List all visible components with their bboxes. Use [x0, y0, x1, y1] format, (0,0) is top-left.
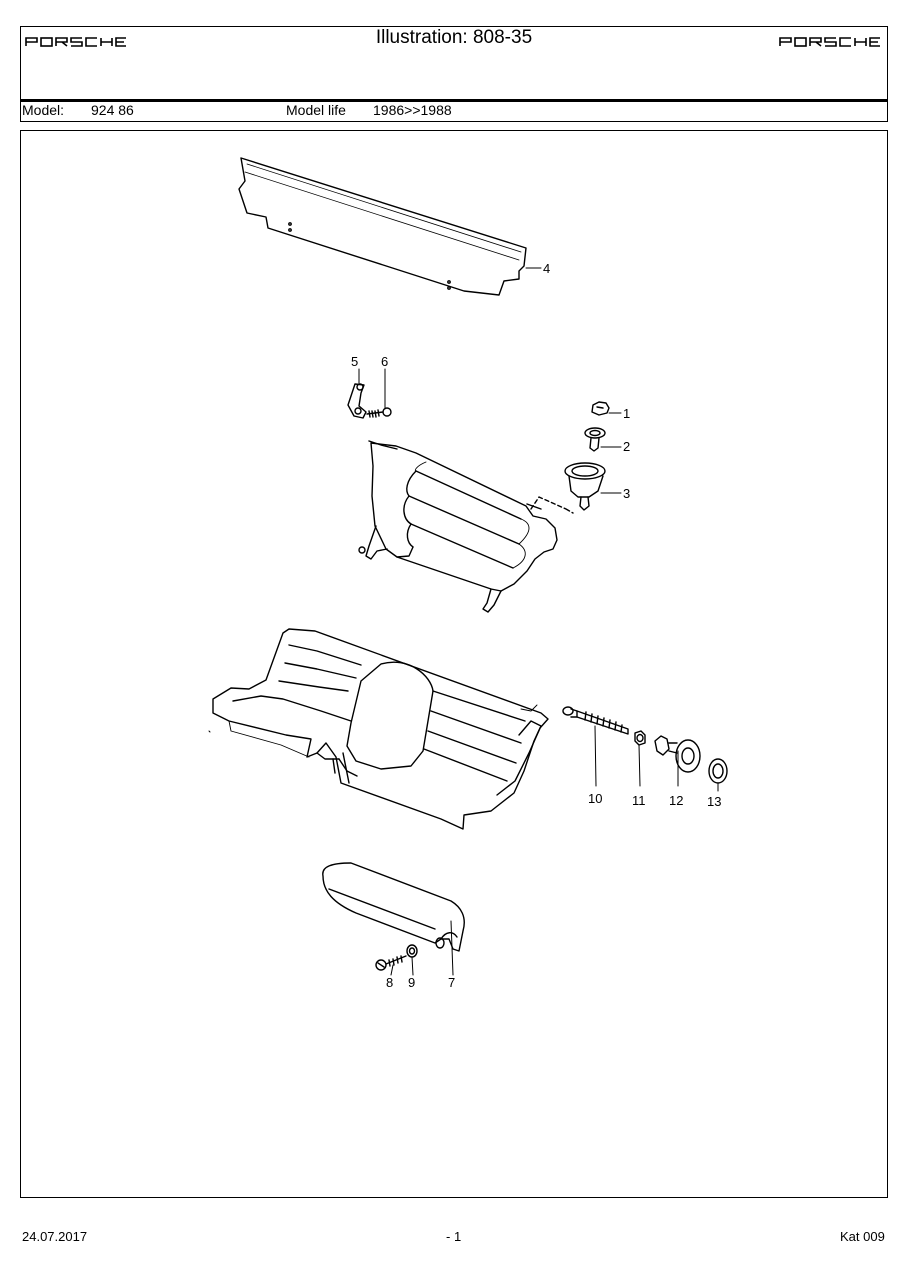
callout-1: 1	[623, 406, 630, 421]
stud-part-2	[584, 427, 606, 452]
bracket-part	[347, 383, 367, 419]
leader-lines	[358, 267, 719, 976]
callout-5: 5	[351, 354, 358, 369]
washer-part-13	[708, 758, 728, 784]
screw-part-8	[375, 955, 407, 971]
callout-6: 6	[381, 354, 388, 369]
header-block: Illustration: 808-35 Model: 924 86 Model…	[20, 26, 888, 122]
callout-8: 8	[386, 975, 393, 990]
callout-10: 10	[588, 791, 602, 806]
model-row: Model: 924 86 Model life 1986>>1988	[21, 102, 887, 121]
callout-2: 2	[623, 439, 630, 454]
porsche-wordmark-icon	[25, 37, 126, 47]
mount-point	[526, 503, 542, 510]
callout-3: 3	[623, 486, 630, 501]
footer-catalog: Kat 009	[840, 1229, 885, 1244]
model-life-value: 1986>>1988	[373, 102, 452, 118]
clip-part-1	[591, 401, 610, 416]
rear-panel-board	[238, 157, 527, 296]
leader-dashes	[530, 496, 574, 514]
model-life-label: Model life	[286, 102, 346, 118]
panel-hole	[447, 286, 451, 290]
seat-cushion	[212, 628, 549, 830]
callout-4: 4	[543, 261, 550, 276]
illustration-frame: 1 2 3 4 5 6 7 8 9 10 11 12 13	[20, 130, 888, 1198]
nut-part-11	[634, 730, 646, 746]
callout-labels: 1 2 3 4 5 6 7 8 9 10 11 12 13	[351, 261, 721, 990]
header-divider	[21, 99, 887, 102]
backrest-cushion	[358, 440, 558, 613]
callout-11: 11	[632, 793, 646, 808]
callout-7: 7	[448, 975, 455, 990]
cover-trim-part-7	[322, 862, 465, 952]
callout-13: 13	[707, 794, 721, 809]
model-label: Model:	[22, 102, 65, 118]
page-title: Illustration: 808-35	[375, 27, 533, 48]
cup-mount-part-3	[564, 462, 606, 511]
model-value: 924 86	[91, 102, 134, 118]
footer-page-number: - 1	[446, 1229, 462, 1244]
exploded-parts-diagram: 1 2 3 4 5 6 7 8 9 10 11 12 13	[208, 157, 728, 990]
porsche-wordmark-icon	[779, 37, 880, 47]
seat-mark	[208, 730, 211, 733]
porsche-logo-left	[25, 37, 127, 47]
grommet-part-12	[654, 735, 701, 773]
callout-12: 12	[669, 793, 683, 808]
panel-hole	[288, 222, 292, 226]
washer-part-9	[406, 944, 418, 958]
panel-hole	[447, 280, 451, 284]
footer-date: 24.07.2017	[22, 1229, 88, 1244]
bolt-part-10	[562, 706, 629, 735]
callout-9: 9	[408, 975, 415, 990]
porsche-logo-right	[779, 37, 881, 47]
panel-hole	[288, 228, 292, 232]
screw-part-6	[366, 407, 392, 418]
